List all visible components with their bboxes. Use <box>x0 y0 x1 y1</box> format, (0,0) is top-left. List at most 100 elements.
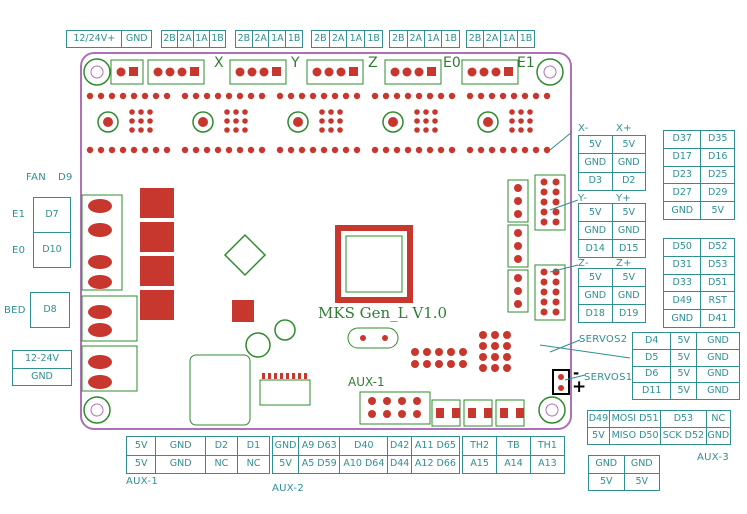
ic-pin <box>298 373 301 379</box>
driver-pin <box>236 92 244 100</box>
pin-cell: 5V <box>700 201 735 220</box>
driver-pin <box>426 146 434 154</box>
pin-cell: 5V <box>670 348 697 367</box>
pin-cell: 5V <box>125 436 157 456</box>
driver-pin <box>499 146 507 154</box>
pad-square <box>427 67 436 76</box>
driver-pin <box>86 146 94 154</box>
pin-cell: D7 <box>33 197 71 233</box>
pin-cell: D29 <box>700 183 735 203</box>
endstop-pin <box>514 197 522 205</box>
driver-pin <box>331 146 339 154</box>
driver-pin <box>225 146 233 154</box>
mounting-hole-inner <box>545 403 559 417</box>
pin-cell: D44 <box>387 454 412 474</box>
pin-cell: GND <box>611 221 646 240</box>
driver-pin <box>203 146 211 154</box>
pin-cell: GND <box>696 382 740 400</box>
pin-cell: TH1 <box>529 436 566 456</box>
mosfet <box>140 290 174 320</box>
connector-outline <box>461 59 519 85</box>
driver-pin <box>521 92 529 100</box>
microstep-jumper-pin <box>518 127 524 133</box>
board-title: MKS Gen_L V1.0 <box>318 304 448 322</box>
potentiometer <box>97 111 119 133</box>
connector-outline <box>147 59 205 85</box>
driver-pin <box>393 92 401 100</box>
servo-pin <box>479 342 487 350</box>
ic-pin <box>280 373 283 379</box>
microstep-jumper-pin <box>414 109 420 115</box>
driver-pin <box>437 146 445 154</box>
pin-cell: D11 <box>631 382 672 400</box>
potentiometer <box>287 111 309 133</box>
e0-label: E0 <box>12 245 26 256</box>
driver-pin <box>97 92 105 100</box>
pin-cell: D51 <box>700 273 735 293</box>
driver-pin <box>287 92 295 100</box>
servo-pin <box>503 364 511 372</box>
pin-cell: GND <box>578 221 613 240</box>
driver-pin <box>353 146 361 154</box>
microstep-jumper-pin <box>242 118 248 124</box>
driver-pin <box>404 146 412 154</box>
endstop-pin <box>514 274 522 282</box>
pin-cell: GND <box>588 455 625 474</box>
pin-cell: GND <box>578 153 613 173</box>
pin-cell: 5V <box>670 365 697 384</box>
pad <box>491 67 501 77</box>
microstep-jumper-pin <box>233 127 239 133</box>
pad <box>177 67 187 77</box>
driver-pin <box>320 92 328 100</box>
aux1-pin <box>383 397 391 405</box>
microstep-jumper-pin <box>328 118 334 124</box>
driver-pin <box>181 146 189 154</box>
ic-pin <box>274 373 277 379</box>
pin-cell: D3 <box>578 171 613 192</box>
pin-cell: 5V <box>670 382 697 400</box>
driver-pin <box>97 146 105 154</box>
driver-pin <box>448 146 456 154</box>
pad <box>390 67 400 77</box>
pin-cell: RST <box>700 291 735 311</box>
ic-pin <box>286 373 289 379</box>
microstep-jumper-pin <box>328 127 334 133</box>
driver-pin <box>108 92 116 100</box>
driver-pin <box>258 92 266 100</box>
pin-cell: D6 <box>631 365 672 384</box>
pin-cell: GND <box>696 365 740 384</box>
pin-cell: 1B <box>208 30 227 48</box>
driver-pin <box>532 146 540 154</box>
microstep-jumper-pin <box>432 127 438 133</box>
servo-pin <box>479 353 487 361</box>
pin-cell: D4 <box>631 332 672 350</box>
pin-cell: 2A <box>406 30 425 48</box>
pin-cell: GND <box>155 436 206 456</box>
pad <box>414 67 424 77</box>
endstop-pin <box>514 255 522 263</box>
silk-x: X <box>214 55 224 71</box>
crystal <box>347 327 399 349</box>
pin-cell: A14 <box>496 454 531 474</box>
pin-cell: A13 <box>529 454 566 474</box>
pin-cell: D14 <box>578 239 613 258</box>
pin-cell: 1B <box>441 30 460 48</box>
driver-pin <box>214 146 222 154</box>
potentiometer <box>192 111 214 133</box>
aux2-pin <box>459 360 467 368</box>
microstep-jumper-pin <box>319 109 325 115</box>
pad <box>336 67 346 77</box>
mosfet <box>140 256 174 286</box>
silk-e1: E1 <box>517 55 535 71</box>
pin-cell: D17 <box>662 147 702 167</box>
aux1-label: AUX-1 <box>126 476 158 487</box>
microstep-jumper-pin <box>527 118 533 124</box>
driver-pin <box>342 146 350 154</box>
pin-cell: A12 D66 <box>410 454 461 474</box>
pad <box>467 67 477 77</box>
bed-pin-table: D8 <box>30 292 70 328</box>
pin-cell: 2A <box>483 30 501 48</box>
